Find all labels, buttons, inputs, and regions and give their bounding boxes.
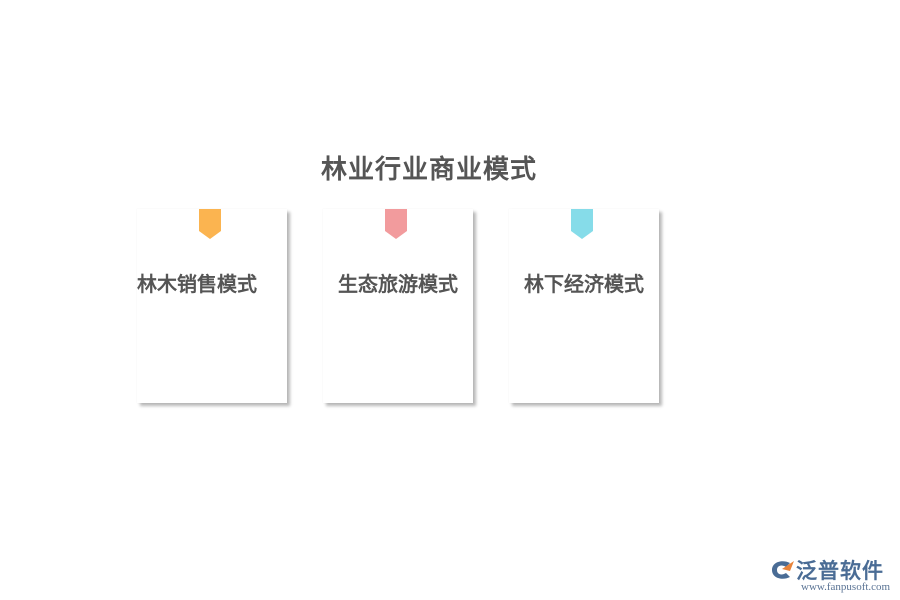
card-label: 生态旅游模式 (338, 272, 458, 296)
card-forest-timber-sales: 林木销售模式 (137, 209, 287, 403)
card-eco-tourism: 生态旅游模式 (323, 209, 473, 403)
tag-shape (199, 209, 221, 239)
card-label: 林木销售模式 (137, 272, 257, 296)
diagram-title: 林业行业商业模式 (320, 155, 537, 185)
brand-logo: 泛普软件 www.fanpusoft.com (768, 555, 893, 595)
tag-shape (385, 209, 407, 239)
bookmark-tag-icon (199, 209, 221, 239)
logo-mark-icon (768, 557, 798, 583)
card-label: 林下经济模式 (524, 272, 644, 296)
bookmark-tag-icon (385, 209, 407, 239)
logo-url-text: www.fanpusoft.com (801, 581, 891, 593)
logo-brand-text: 泛普软件 (796, 559, 884, 583)
card-under-forest-economy: 林下经济模式 (509, 209, 659, 403)
bookmark-tag-icon (571, 209, 593, 239)
tag-shape (571, 209, 593, 239)
